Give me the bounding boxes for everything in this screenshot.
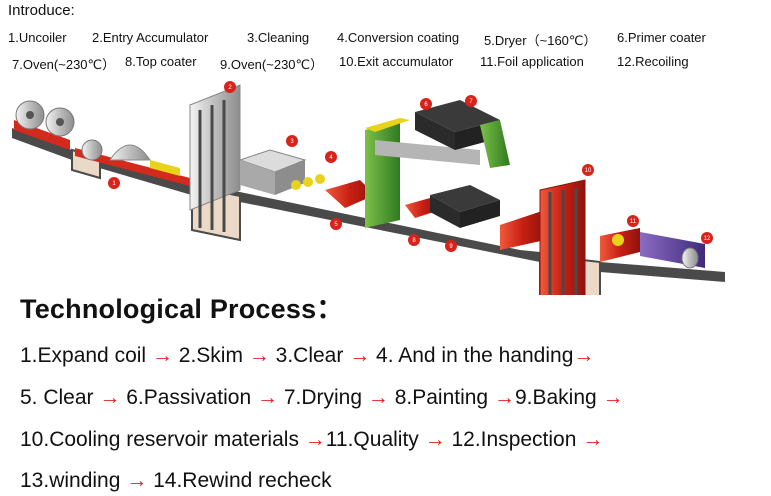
badge-6: 6: [420, 98, 432, 110]
process-line-3: 10.Cooling reservoir materials →11.Quali…: [20, 428, 603, 452]
exit-accumulator-icon: [539, 179, 586, 295]
process-step: 13.winding: [20, 469, 121, 492]
legend-item-primer-coater: 6.Primer coater: [617, 30, 706, 45]
process-step: 10.Cooling reservoir materials: [20, 428, 299, 451]
svg-text:1: 1: [112, 181, 116, 187]
badge-markers: 1 2 3 4 5 6 7 8 9 10 11 12: [108, 81, 713, 252]
process-line-1: 1.Expand coil → 2.Skim → 3.Clear → 4. An…: [20, 344, 594, 368]
arrow-icon: →: [99, 386, 121, 409]
svg-text:3: 3: [290, 139, 294, 145]
legend-item-entry-accumulator: 2.Entry Accumulator: [92, 30, 209, 45]
process-step: 7.Drying: [283, 386, 363, 409]
arrow-icon: →: [367, 386, 389, 409]
svg-text:5: 5: [334, 222, 338, 228]
process-line-4: 13.winding → 14.Rewind recheck: [20, 469, 332, 493]
legend-item-cleaning: 3.Cleaning: [247, 30, 310, 45]
badge-11: 11: [627, 215, 639, 227]
badge-1: 1: [108, 177, 120, 189]
badge-4: 4: [325, 151, 337, 163]
legend-item-exit-accumulator: 10.Exit accumulator: [339, 54, 454, 69]
svg-text:6: 6: [424, 102, 428, 108]
process-step: 9.Baking: [514, 386, 597, 409]
entry-rollers: [75, 139, 190, 186]
coil-coating-line-diagram: 1 2 3 4 5 6 7 8 9 10 11 12: [12, 81, 725, 295]
arrow-icon: →: [424, 428, 446, 451]
intro-title: Introduce:: [8, 2, 75, 19]
ovens-and-coaters: [365, 100, 545, 250]
arrow-icon: →: [602, 386, 624, 409]
arrow-icon: →: [582, 428, 604, 451]
entry-accumulator-icon: [189, 84, 241, 232]
legend-item-uncoiler: 1.Uncoiler: [8, 30, 67, 45]
svg-text:9: 9: [449, 244, 453, 250]
cleaning-icon: [238, 149, 307, 195]
badge-9: 9: [445, 240, 457, 252]
process-step: 11.Quality: [325, 428, 419, 451]
process-line-2: 5. Clear → 6.Passivation → 7.Drying → 8.…: [20, 386, 624, 410]
uncoiler-icon: [14, 100, 75, 150]
arrow-icon: →: [573, 344, 595, 367]
svg-text:11: 11: [630, 219, 637, 225]
legend-item-oven-2: 9.Oven(~230℃）: [220, 57, 324, 72]
arrow-icon: →: [126, 469, 148, 492]
process-step: 2.Skim: [178, 344, 243, 367]
legend-item-conversion-coating: 4.Conversion coating: [337, 30, 460, 45]
dryer-icon: [325, 180, 375, 208]
badge-3: 3: [286, 135, 298, 147]
process-step: 8.Painting: [394, 386, 489, 409]
arrow-icon: →: [256, 386, 278, 409]
process-step: 3.Clear: [275, 344, 344, 367]
badge-2: 2: [224, 81, 236, 93]
badge-8: 8: [408, 234, 420, 246]
arrow-icon: →: [493, 386, 515, 409]
badge-12: 12: [701, 232, 713, 244]
arrow-icon: →: [304, 428, 326, 451]
foil-and-recoiler: [600, 228, 705, 269]
arrow-icon: →: [349, 344, 371, 367]
process-step: 4. And in the handing: [376, 344, 574, 367]
svg-text:10: 10: [585, 168, 592, 174]
arrow-icon: →: [248, 344, 270, 367]
badge-7: 7: [465, 95, 477, 107]
legend-item-oven-1: 7.Oven(~230℃）: [12, 57, 116, 72]
badge-5: 5: [330, 218, 342, 230]
legend-item-foil-application: 11.Foil application: [480, 54, 584, 69]
process-title: Technological Process：: [20, 294, 344, 324]
legend-item-dryer: 5.Dryer（~160℃）: [484, 33, 597, 48]
process-step: 12.Inspection: [451, 428, 577, 451]
process-step: 6.Passivation: [126, 386, 252, 409]
conversion-coating-icon: [291, 174, 325, 190]
svg-text:2: 2: [228, 85, 232, 91]
svg-text:8: 8: [412, 238, 416, 244]
svg-text:7: 7: [469, 99, 473, 105]
process-step: 1.Expand coil: [20, 344, 147, 367]
process-step: 5. Clear: [20, 386, 94, 409]
arrow-icon: →: [151, 344, 173, 367]
process-step: 14.Rewind recheck: [153, 469, 332, 492]
legend-item-top-coater: 8.Top coater: [125, 54, 197, 69]
badge-10: 10: [582, 164, 594, 176]
svg-text:12: 12: [704, 236, 711, 242]
legend-item-recoiling: 12.Recoiling: [617, 54, 689, 69]
svg-text:4: 4: [329, 155, 333, 161]
